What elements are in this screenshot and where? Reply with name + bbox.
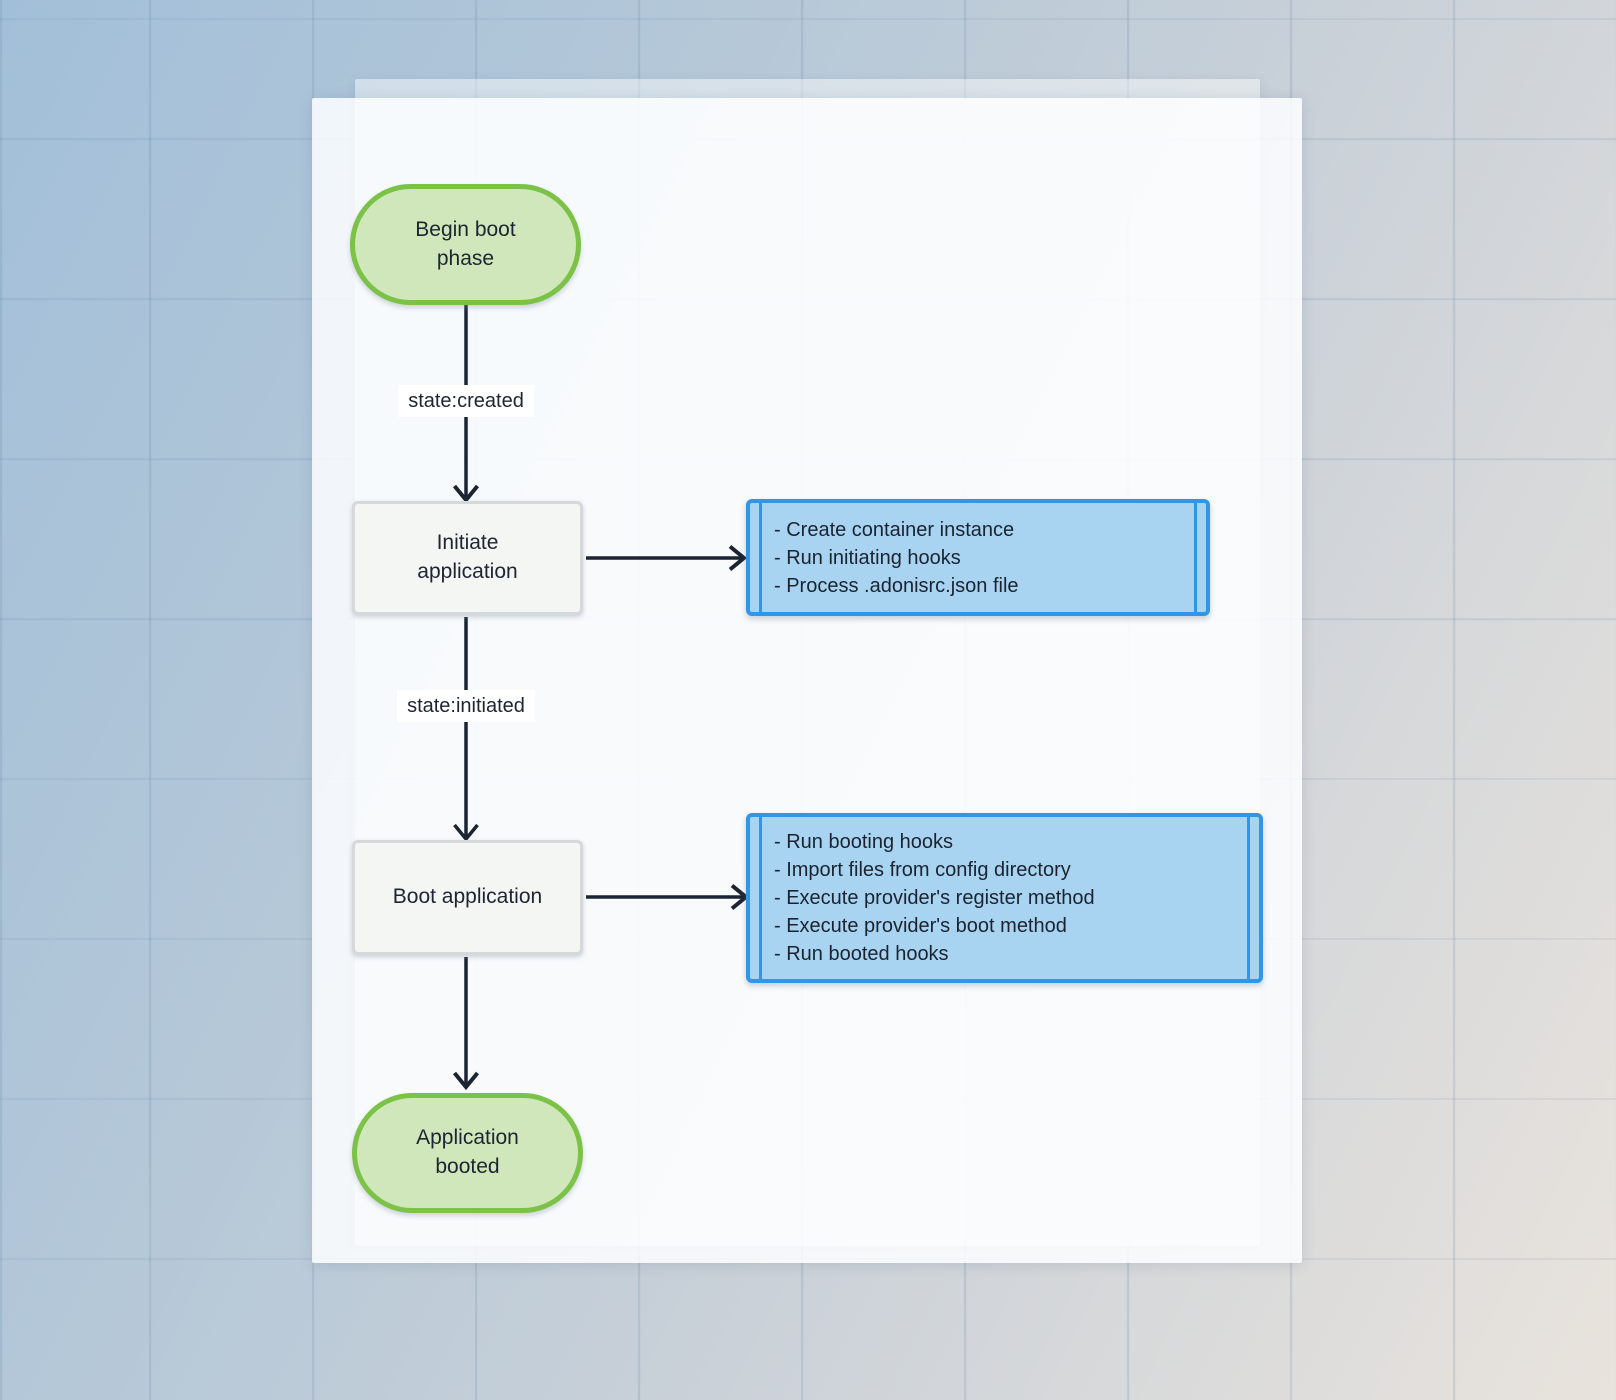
terminal-node-begin-boot-phase: Begin boot phase (350, 184, 581, 305)
step-line: - Run booted hooks (774, 943, 949, 965)
step-list: - Create container instance - Run initia… (750, 503, 1206, 612)
step-line: - Create container instance (774, 518, 1015, 541)
step-line: - Run initiating hooks (774, 546, 961, 569)
step-line: - Execute provider's boot method (774, 915, 1067, 937)
edge-label-state-created: state:created (398, 385, 534, 417)
step-line: - Execute provider's register method (774, 887, 1095, 909)
subroutine-node-initiate-steps: - Create container instance - Run initia… (746, 499, 1210, 616)
process-node-boot-application: Boot application (352, 840, 583, 955)
step-line: - Run booting hooks (774, 831, 954, 853)
terminal-node-application-booted: Application booted (352, 1093, 583, 1213)
step-line: - Process .adonisrc.json file (774, 574, 1019, 597)
step-line: - Import files from config directory (774, 859, 1071, 881)
edge-label-state-initiated: state:initiated (397, 690, 535, 722)
step-list: - Run booting hooks - Import files from … (750, 817, 1259, 979)
process-node-initiate-application: Initiate application (352, 501, 583, 615)
subroutine-node-boot-steps: - Run booting hooks - Import files from … (746, 813, 1263, 983)
